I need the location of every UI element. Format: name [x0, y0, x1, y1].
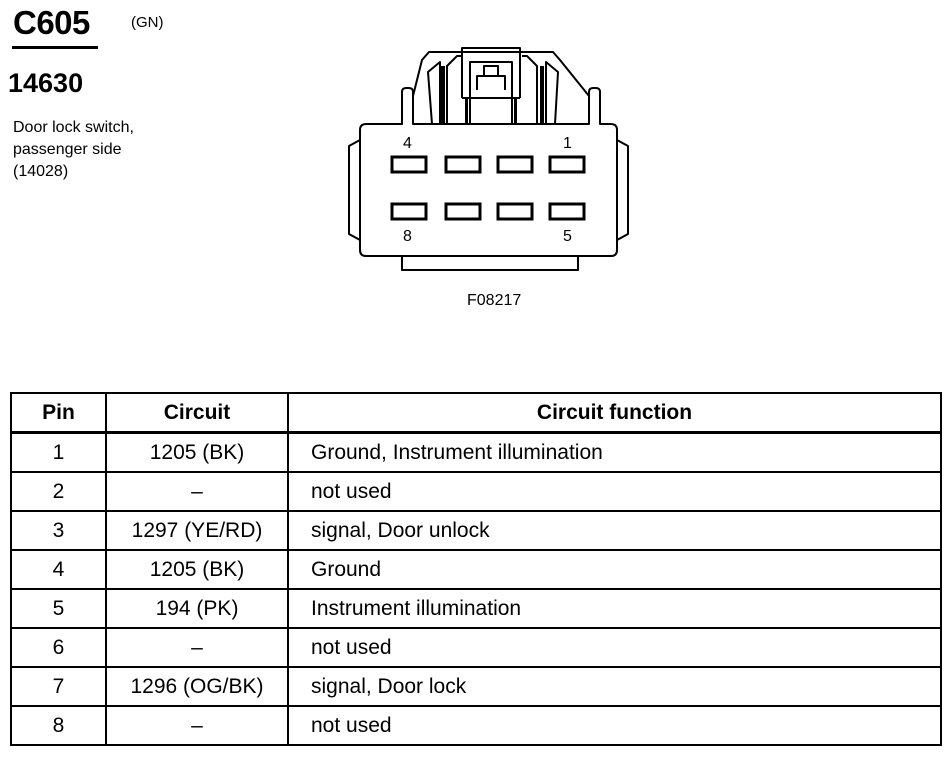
connector-left-ear [348, 139, 361, 241]
connector-id: C605 [13, 4, 90, 41]
connector-color: (GN) [131, 14, 164, 31]
cell-pin: 4 [10, 549, 107, 590]
pin-label-4: 4 [403, 135, 412, 152]
cell-function: not used [287, 627, 942, 668]
cell-function: not used [287, 471, 942, 512]
pin-cavity-7 [444, 202, 482, 221]
cell-circuit: – [105, 705, 289, 746]
cell-pin: 6 [10, 627, 107, 668]
connector-housing [359, 87, 618, 257]
cell-function: not used [287, 705, 942, 746]
cell-pin: 3 [10, 510, 107, 551]
description-line: passenger side [13, 141, 122, 158]
cell-circuit: 1205 (BK) [105, 431, 289, 473]
cell-pin: 8 [10, 705, 107, 746]
table-row: 2 – not used [10, 471, 942, 512]
pin-cavity-4 [390, 155, 428, 174]
table-row: 4 1205 (BK) Ground [10, 549, 942, 590]
pin-label-5: 5 [563, 228, 572, 245]
cell-circuit: 1205 (BK) [105, 549, 289, 590]
pin-label-1: 1 [563, 135, 572, 152]
cell-function: Instrument illumination [287, 588, 942, 629]
cell-pin: 1 [10, 431, 107, 473]
cell-circuit: – [105, 471, 289, 512]
connector-bottom-key [401, 256, 579, 271]
cell-circuit: 1297 (YE/RD) [105, 510, 289, 551]
cell-function: signal, Door unlock [287, 510, 942, 551]
table-row: 7 1296 (OG/BK) signal, Door lock [10, 666, 942, 707]
pin-cavity-3 [444, 155, 482, 174]
pin-cavity-6 [496, 202, 534, 221]
cell-circuit: 1296 (OG/BK) [105, 666, 289, 707]
pin-label-8: 8 [403, 228, 412, 245]
cell-circuit: 194 (PK) [105, 588, 289, 629]
figure-reference: F08217 [467, 292, 522, 309]
header-pin: Pin [10, 392, 107, 434]
table-header-row: Pin Circuit Circuit function [10, 392, 942, 434]
pin-cavity-1 [548, 155, 586, 174]
pin-cavity-2 [496, 155, 534, 174]
part-number: 14630 [8, 68, 84, 98]
cell-pin: 5 [10, 588, 107, 629]
pin-cavity-5 [548, 202, 586, 221]
table-row: 6 – not used [10, 627, 942, 668]
connector-right-ear [616, 139, 629, 241]
cell-function: Ground [287, 549, 942, 590]
latch-tab [461, 47, 521, 98]
description-line: (14028) [13, 163, 69, 180]
description-line: Door lock switch, [13, 119, 134, 136]
latch-frame [412, 51, 590, 97]
cell-function: Ground, Instrument illumination [287, 431, 942, 473]
cell-pin: 7 [10, 666, 107, 707]
table-row: 5 194 (PK) Instrument illumination [10, 588, 942, 629]
cell-function: signal, Door lock [287, 666, 942, 707]
table-row: 3 1297 (YE/RD) signal, Door unlock [10, 510, 942, 551]
connector-face-diagram: 4 1 8 5 [348, 47, 629, 271]
component-description: Door lock switch, passenger side (14028) [13, 117, 134, 183]
table-row: 1 1205 (BK) Ground, Instrument illuminat… [10, 431, 942, 473]
pin-cavity-8 [390, 202, 428, 221]
pinout-table: Pin Circuit Circuit function 1 1205 (BK)… [10, 392, 942, 746]
connector-id-underline [12, 46, 98, 49]
cell-circuit: – [105, 627, 289, 668]
header-circuit-function: Circuit function [287, 392, 942, 434]
header-circuit: Circuit [105, 392, 289, 434]
table-row: 8 – not used [10, 705, 942, 746]
cell-pin: 2 [10, 471, 107, 512]
